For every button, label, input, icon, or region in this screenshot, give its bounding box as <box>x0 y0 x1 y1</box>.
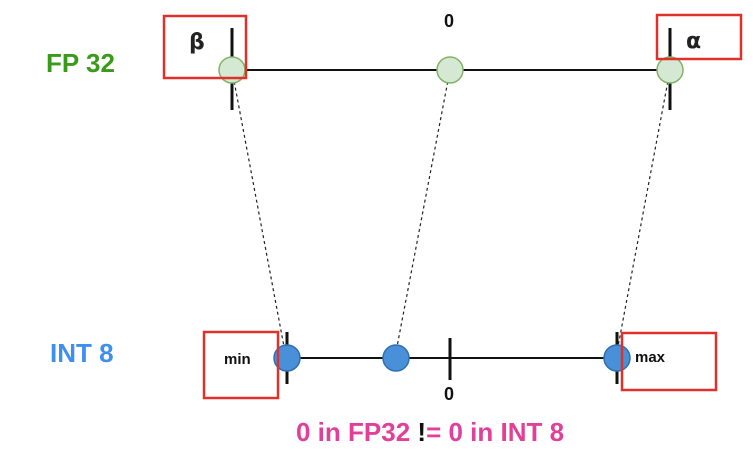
beta-label: β <box>189 30 205 55</box>
caption: 0 in FP32 != 0 in INT 8 <box>296 417 564 447</box>
int8-zero-label: 0 <box>444 384 454 404</box>
int8-mapped-zero-point <box>382 344 410 372</box>
fp32-alpha-point <box>656 56 684 84</box>
min-highlight-box <box>202 330 280 400</box>
int8-min-label: min <box>224 351 251 368</box>
fp32-label: FP 32 <box>46 48 115 78</box>
caption-part-1: 0 in FP32 <box>296 417 417 447</box>
caption-part-2: = 0 in INT 8 <box>426 417 564 447</box>
alpha-highlight-box <box>655 13 743 61</box>
beta-highlight-box <box>162 14 248 80</box>
int8-min-point <box>273 344 301 372</box>
mapping-line-zero <box>395 69 451 353</box>
mapping-line-alpha-max <box>616 69 671 353</box>
max-highlight-box <box>620 331 718 392</box>
fp32-zero-label: 0 <box>444 11 454 31</box>
fp32-zero-point <box>436 56 464 84</box>
mapping-line-beta-min <box>231 69 286 353</box>
int8-max-label: max <box>635 349 666 366</box>
int8-max-point <box>603 344 631 372</box>
int8-label: INT 8 <box>50 338 114 368</box>
caption-not-symbol: ! <box>417 417 426 447</box>
alpha-label: α <box>686 29 701 54</box>
